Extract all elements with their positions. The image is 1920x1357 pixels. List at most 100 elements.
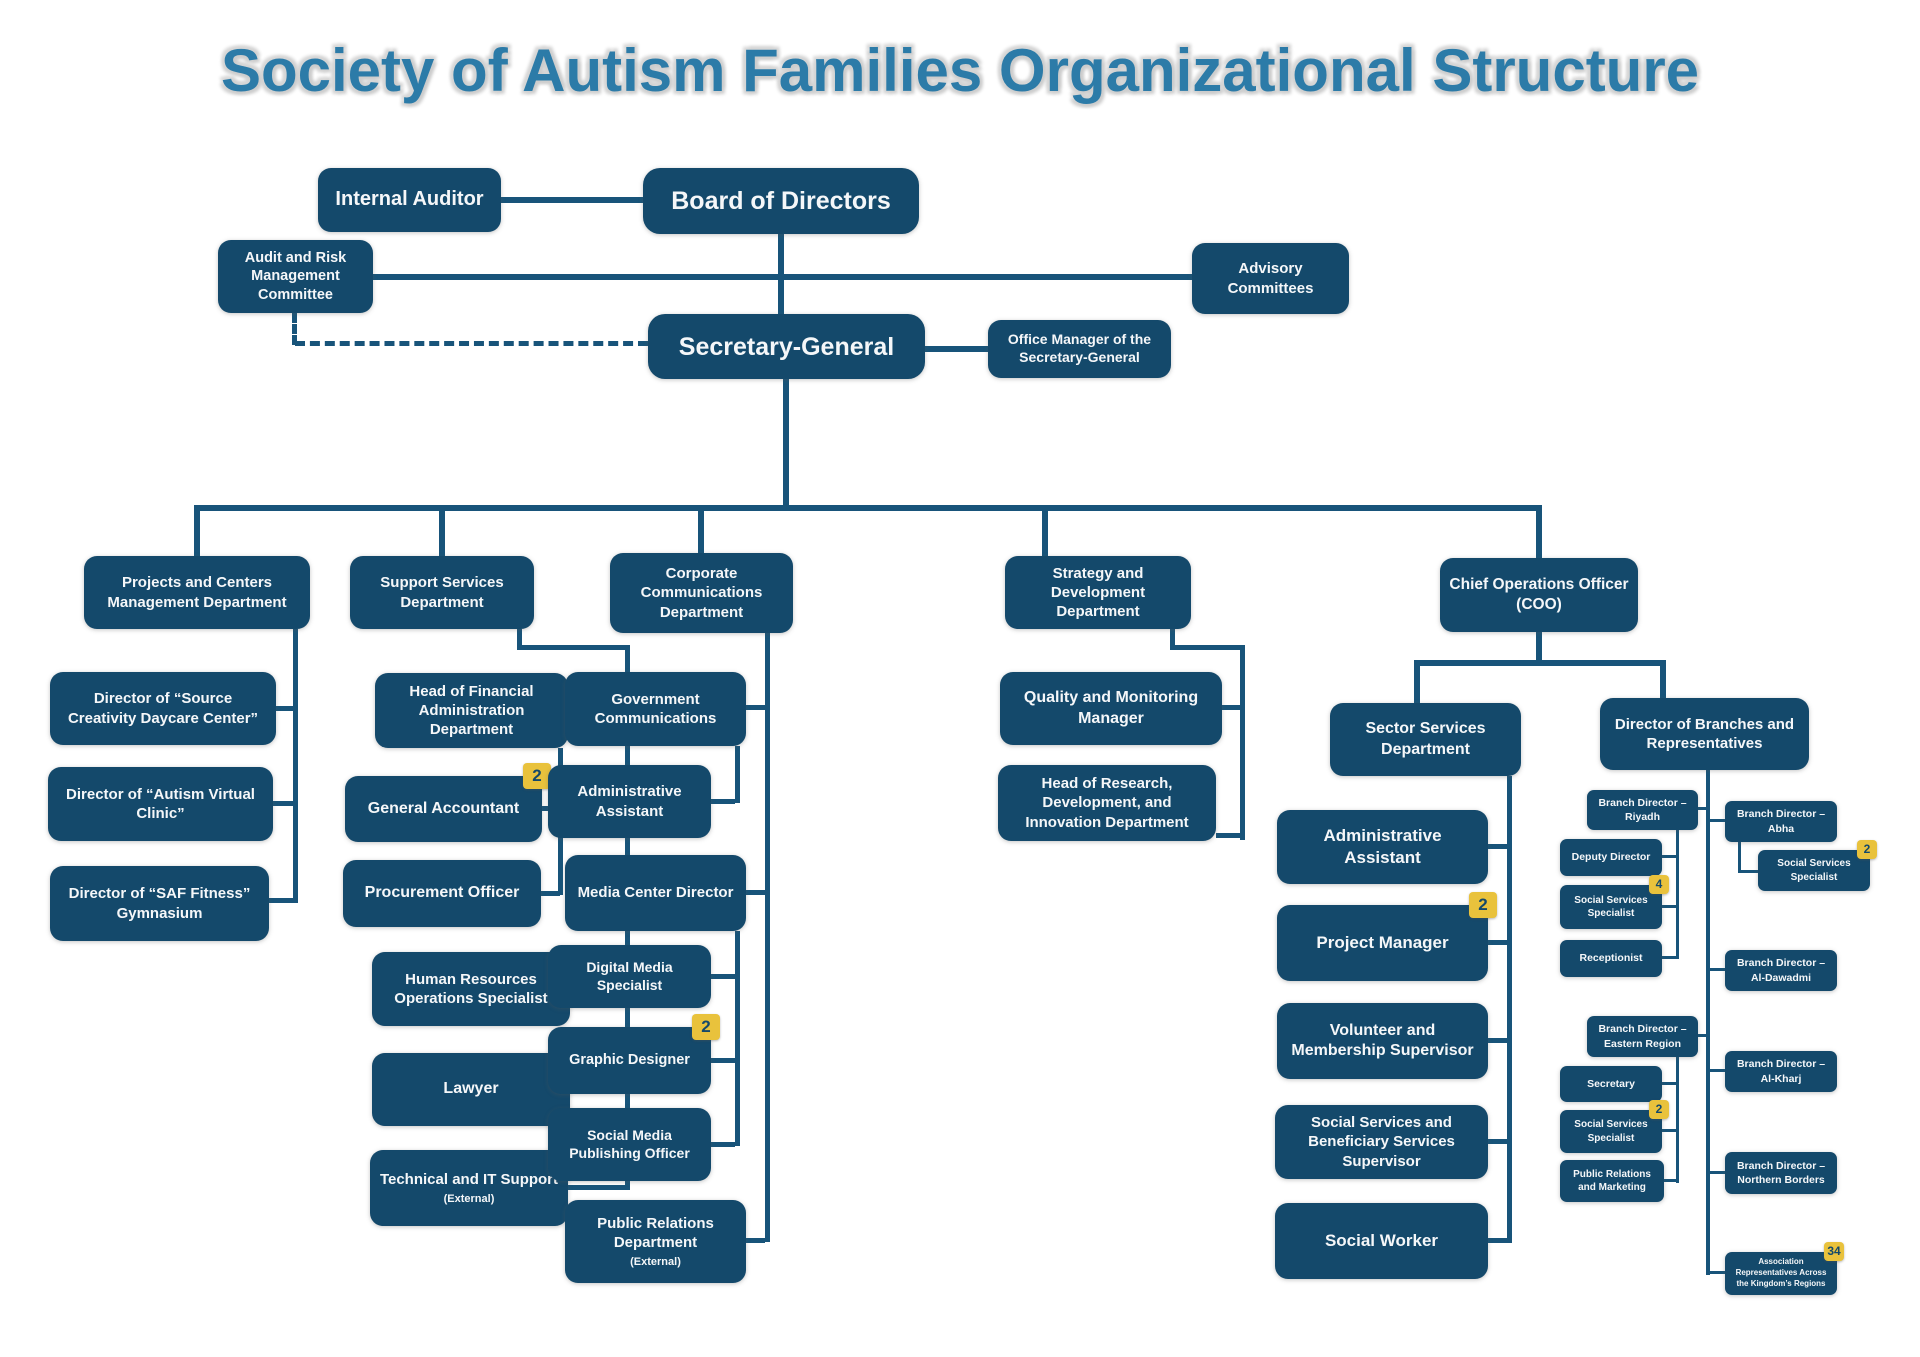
node-label: Projects and Centers Management Departme… <box>107 574 287 611</box>
node-label: Deputy Director <box>1571 851 1651 864</box>
node-label: Secretary-General <box>678 332 895 361</box>
node-label: Branch Director – Abha <box>1736 808 1826 835</box>
connector-line <box>765 633 770 1242</box>
count-badge: 2 <box>1649 1100 1669 1119</box>
node-label: Procurement Officer <box>364 884 520 902</box>
connector-line <box>1222 705 1240 710</box>
connector-line <box>711 799 735 804</box>
connector-line <box>1488 844 1507 849</box>
node-social-media-publishing-officer: Social Media Publishing Officer <box>548 1108 711 1181</box>
node-label: Support Services Department <box>380 574 504 611</box>
node-sector-services-dept: Sector Services Department <box>1330 703 1521 776</box>
connector-line <box>1708 819 1725 822</box>
connector-line <box>373 274 1192 280</box>
node-volunteer-membership-supervisor: Volunteer and Membership Supervisor <box>1277 1003 1488 1079</box>
connector-line <box>541 891 560 896</box>
connector-line <box>1660 660 1666 698</box>
node-support-services-dept: Support Services Department <box>350 556 534 629</box>
node-label: Public Relations and Marketing <box>1573 1168 1651 1194</box>
connector-line <box>1662 1082 1676 1085</box>
node-label: Secretary <box>1587 1077 1635 1090</box>
node-digital-media-specialist: Digital Media Specialist <box>548 945 711 1008</box>
node-label: Branch Director – Riyadh <box>1598 796 1687 823</box>
node-deputy-director: Deputy Director <box>1560 839 1662 876</box>
node-label: Corporate Communications Department <box>640 565 763 621</box>
node-director-branches-reps: Director of Branches and Representatives <box>1600 698 1809 770</box>
node-social-services-beneficiary-supervisor: Social Services and Beneficiary Services… <box>1275 1105 1488 1179</box>
connector-line <box>1676 829 1679 959</box>
node-board-of-directors: Board of Directors <box>643 168 919 234</box>
connector-line <box>711 974 735 979</box>
connector-line <box>1488 1238 1507 1243</box>
connector-line <box>1536 505 1542 558</box>
node-audit-risk-committee: Audit and Risk Management Committee <box>218 240 373 313</box>
node-label: Social Services Specialist <box>1574 1119 1648 1144</box>
node-label: Administrative Assistant <box>577 783 682 820</box>
connector-line <box>273 801 298 806</box>
node-label: Director of “Source Creativity Daycare C… <box>67 690 259 727</box>
node-branch-director-eastern-region: Branch Director – Eastern Region <box>1587 1016 1698 1057</box>
node-label: Digital Media Specialist <box>586 958 673 993</box>
node-label: Media Center Director <box>577 884 734 902</box>
node-label: Branch Director – Al-Dawadmi <box>1736 957 1826 984</box>
node-secretary-general: Secretary-General <box>648 314 925 379</box>
node-administrative-assistant-ssd: Administrative Assistant <box>1277 810 1488 884</box>
connector-line <box>711 1142 735 1147</box>
connector-line <box>746 705 765 710</box>
node-label: Head of Financial Administration Departm… <box>409 682 534 739</box>
node-secretary-eastern: Secretary <box>1560 1066 1662 1102</box>
count-badge: 34 <box>1824 1242 1844 1261</box>
node-label: Social Services Specialist <box>1574 894 1648 920</box>
node-label: Graphic Designer <box>569 1052 690 1069</box>
node-label: Office Manager of the Secretary-General <box>1007 331 1152 365</box>
node-quality-monitoring-manager: Quality and Monitoring Manager <box>1000 672 1222 745</box>
node-label: Director of “Autism Virtual Clinic” <box>66 785 255 822</box>
page-title: Society of Autism Families Organizationa… <box>220 37 1700 104</box>
connector-line <box>1696 807 1708 810</box>
connector-line <box>1488 940 1507 945</box>
count-badge: 2 <box>692 1014 720 1040</box>
connector-line <box>1676 1057 1679 1183</box>
node-projects-centers-dept: Projects and Centers Management Departme… <box>84 556 310 629</box>
connector-line <box>1706 770 1710 1275</box>
connector-line <box>925 346 988 352</box>
node-public-relations-department: Public Relations Department(External) <box>565 1200 746 1283</box>
node-branch-director-northern-borders: Branch Director – Northern Borders <box>1725 1152 1837 1194</box>
count-badge: 4 <box>1649 875 1669 894</box>
node-label: Director of Branches and Representatives <box>1614 715 1795 752</box>
count-badge: 2 <box>1857 840 1877 859</box>
connector-line <box>1708 1069 1725 1072</box>
node-receptionist: Receptionist <box>1560 940 1662 977</box>
node-label: Association Representatives Across the K… <box>1735 1257 1827 1288</box>
node-label: Social Media Publishing Officer <box>569 1126 690 1161</box>
connector-line <box>1170 645 1245 650</box>
connector-line <box>1536 632 1542 666</box>
connector-line <box>1216 833 1240 838</box>
node-label: Advisory Committees <box>1227 260 1314 297</box>
node-branch-director-riyadh: Branch Director – Riyadh <box>1587 790 1698 830</box>
dashed-connector-line <box>295 341 648 346</box>
node-corporate-comms-dept: Corporate Communications Department <box>610 553 793 633</box>
node-label: Technical and IT Support <box>379 1170 559 1188</box>
connector-line <box>194 505 200 556</box>
connector-line <box>1488 1139 1507 1144</box>
node-strategy-dev-dept: Strategy and Development Department <box>1005 556 1191 629</box>
connector-line <box>1507 776 1512 1243</box>
connector-line <box>1738 870 1758 873</box>
node-advisory-committees: Advisory Committees <box>1192 243 1349 314</box>
connector-line <box>1662 905 1676 908</box>
connector-line <box>1662 855 1676 858</box>
connector-line <box>276 706 298 711</box>
connector-line <box>1170 629 1175 650</box>
node-head-research-dev-innovation: Head of Research, Development, and Innov… <box>998 765 1216 841</box>
node-label: Social Worker <box>1324 1231 1439 1251</box>
node-office-manager-sg: Office Manager of the Secretary-General <box>988 320 1171 378</box>
node-government-communications: Government Communications <box>565 672 746 746</box>
node-label: Volunteer and Membership Supervisor <box>1291 1021 1474 1059</box>
connector-line <box>735 746 740 803</box>
node-director-autism-virtual-clinic: Director of “Autism Virtual Clinic” <box>48 767 273 841</box>
